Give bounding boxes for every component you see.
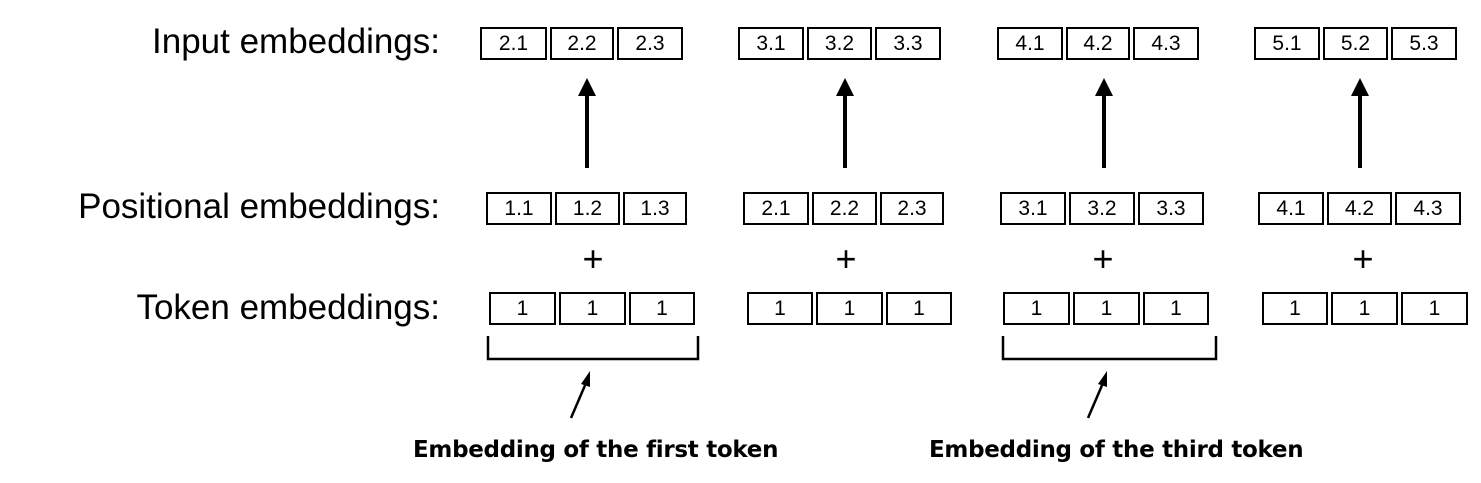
vector-cell: 2.2	[812, 192, 877, 225]
plus-sign: +	[1352, 238, 1374, 279]
vector-cell: 2.3	[617, 27, 683, 60]
positional-vector-4: 4.1 4.2 4.3	[1258, 192, 1461, 225]
annotation-first-token: Embedding of the first token	[413, 437, 779, 463]
label-token-embeddings: Token embeddings:	[136, 288, 440, 327]
vector-cell: 1	[816, 292, 883, 325]
token-vector-4: 1 1 1	[1262, 292, 1468, 325]
vector-cell: 4.3	[1133, 27, 1199, 60]
vector-cell: 5.1	[1254, 27, 1320, 60]
vector-cell: 1	[1401, 292, 1468, 325]
up-arrow-1	[578, 78, 596, 168]
vector-cell: 1	[886, 292, 952, 325]
vector-cell: 4.1	[1258, 192, 1324, 225]
vector-cell: 3.1	[738, 27, 804, 60]
input-vector-3: 4.1 4.2 4.3	[997, 27, 1199, 60]
label-input-embeddings: Input embeddings:	[152, 22, 440, 61]
vector-cell: 1	[747, 292, 813, 325]
positional-vector-3: 3.1 3.2 3.3	[1000, 192, 1204, 225]
vector-cell: 1	[559, 292, 626, 325]
plus-sign: +	[835, 238, 857, 279]
vector-cell: 4.2	[1066, 27, 1130, 60]
vector-cell: 3.2	[807, 27, 872, 60]
positional-vector-2: 2.1 2.2 2.3	[743, 192, 944, 225]
vector-cell: 4.1	[997, 27, 1063, 60]
pointer-arrow-first	[569, 371, 590, 419]
input-vector-4: 5.1 5.2 5.3	[1254, 27, 1457, 60]
vector-cell: 1.2	[555, 192, 620, 225]
vector-cell: 4.2	[1327, 192, 1392, 225]
vector-cell: 1	[1143, 292, 1209, 325]
up-arrow-2	[836, 78, 854, 168]
vector-cell: 5.3	[1391, 27, 1457, 60]
vector-cell: 2.2	[550, 27, 614, 60]
positional-vector-1: 1.1 1.2 1.3	[486, 192, 687, 225]
vector-cell: 1.1	[486, 192, 552, 225]
plus-sign: +	[1092, 238, 1114, 279]
vector-cell: 2.1	[743, 192, 809, 225]
vector-cell: 1	[1073, 292, 1140, 325]
vector-cell: 1	[1262, 292, 1328, 325]
input-vector-1: 2.1 2.2 2.3	[480, 27, 683, 60]
token-vector-1: 1 1 1	[489, 292, 695, 325]
vector-cell: 1.3	[623, 192, 687, 225]
vector-cell: 2.1	[480, 27, 547, 60]
pointer-arrow-third	[1086, 371, 1107, 419]
vector-cell: 1	[1003, 292, 1070, 325]
vector-cell: 2.3	[880, 192, 944, 225]
up-arrow-4	[1351, 78, 1369, 168]
vector-cell: 3.2	[1069, 192, 1135, 225]
label-positional-embeddings: Positional embeddings:	[78, 187, 440, 226]
annotation-third-token: Embedding of the third token	[929, 437, 1304, 463]
plus-sign: +	[582, 238, 604, 279]
vector-cell: 3.1	[1000, 192, 1066, 225]
token-vector-3: 1 1 1	[1003, 292, 1209, 325]
bracket-first-token	[486, 336, 700, 361]
token-vector-2: 1 1 1	[747, 292, 952, 325]
vector-cell: 5.2	[1323, 27, 1388, 60]
vector-cell: 1	[1331, 292, 1398, 325]
up-arrow-3	[1095, 78, 1113, 168]
vector-cell: 1	[629, 292, 695, 325]
bracket-third-token	[1001, 336, 1218, 361]
vector-cell: 3.3	[875, 27, 941, 60]
input-vector-2: 3.1 3.2 3.3	[738, 27, 941, 60]
vector-cell: 3.3	[1138, 192, 1204, 225]
vector-cell: 1	[489, 292, 556, 325]
vector-cell: 4.3	[1395, 192, 1461, 225]
